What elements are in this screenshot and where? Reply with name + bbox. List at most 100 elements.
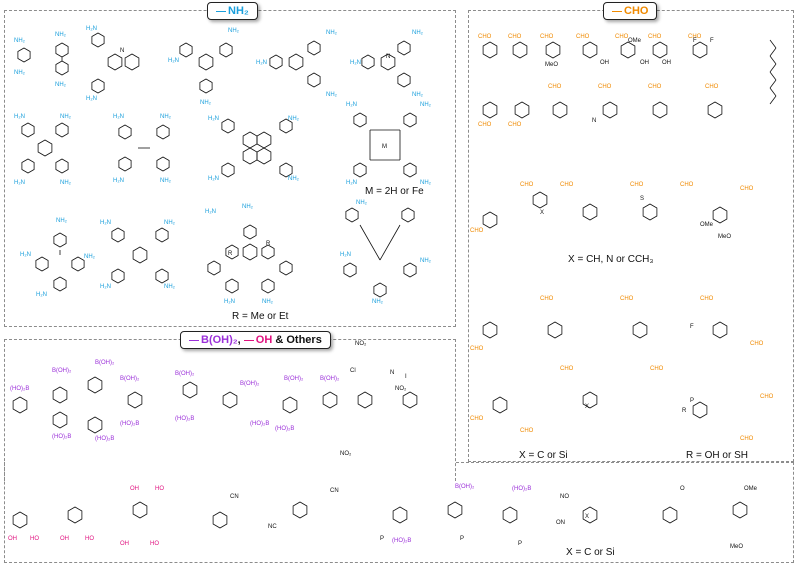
bond bbox=[769, 55, 777, 65]
ring-bond bbox=[53, 276, 67, 292]
ring-bond bbox=[552, 101, 568, 119]
atom-label: HO bbox=[85, 536, 94, 542]
atom-label: NO₂ bbox=[395, 386, 407, 392]
boronic-badge-label: B(OH)₂ bbox=[201, 334, 238, 346]
ring-bond bbox=[256, 147, 272, 165]
amine-porphyrin-caption: M = 2H or Fe bbox=[365, 186, 424, 197]
ring-bond bbox=[221, 162, 235, 178]
ring-bond bbox=[447, 501, 463, 519]
atom-label: CHO bbox=[650, 366, 664, 372]
atom-label: (HO)₂B bbox=[250, 421, 269, 427]
atom-label: H₂N bbox=[224, 299, 235, 305]
atom-label: F bbox=[710, 38, 714, 44]
atom-label: CHO bbox=[520, 182, 534, 188]
atom-label: (HO)₂B bbox=[175, 416, 194, 422]
atom-label: F bbox=[690, 324, 694, 330]
atom-label: H₂N bbox=[36, 292, 47, 298]
bond bbox=[769, 47, 777, 57]
atom-label: OMe bbox=[700, 222, 714, 228]
atom-label: B(OH)₂ bbox=[284, 376, 304, 382]
atom-label: NH₂ bbox=[56, 218, 68, 224]
atom-label: CHO bbox=[598, 84, 612, 90]
atom-label: H₂N bbox=[100, 284, 111, 290]
ring-bond bbox=[156, 156, 170, 172]
atom-label: B(OH)₂ bbox=[240, 381, 260, 387]
atom-label: I bbox=[405, 374, 407, 380]
ring-bond bbox=[55, 122, 69, 138]
ring-bond bbox=[642, 203, 658, 221]
aldehyde-r-caption: R = OH or SH bbox=[686, 450, 748, 461]
ring-bond bbox=[243, 224, 257, 240]
atom-label: NH₂ bbox=[55, 82, 67, 88]
atom-label: ON bbox=[556, 520, 565, 526]
hydroxyl-badge-label: OH bbox=[255, 334, 273, 346]
ring-bond bbox=[373, 282, 387, 298]
ring-bond bbox=[111, 227, 125, 243]
ring-bond bbox=[156, 124, 170, 140]
atom-label: OH bbox=[120, 541, 129, 547]
ring-bond bbox=[403, 162, 417, 178]
ring-bond bbox=[212, 511, 228, 529]
atom-label: CN bbox=[330, 488, 339, 494]
ring-bond bbox=[707, 101, 723, 119]
atom-label: CHO bbox=[705, 84, 719, 90]
atom-label: R bbox=[266, 241, 271, 247]
ring-bond bbox=[12, 511, 28, 529]
ring-bond bbox=[582, 203, 598, 221]
atom-label: S bbox=[640, 196, 644, 202]
atom-label: H₂N bbox=[86, 96, 97, 102]
aldehyde-badge: CHO bbox=[603, 2, 658, 20]
ring-bond bbox=[512, 41, 528, 59]
atom-label: CHO bbox=[470, 228, 484, 234]
atom-label: B(OH)₂ bbox=[455, 484, 475, 490]
atom-label: Cl bbox=[350, 368, 356, 374]
others-badge: B(OH)₂, OH & Others bbox=[180, 331, 331, 349]
ring-bond bbox=[482, 321, 498, 339]
ring-bond bbox=[288, 53, 304, 71]
others-center-caption: X = C or Si bbox=[566, 547, 615, 558]
bond-dash-icon bbox=[189, 339, 199, 341]
atom-label: OMe bbox=[628, 38, 642, 44]
ring-bond bbox=[482, 41, 498, 59]
atom-label: NH₂ bbox=[262, 299, 274, 305]
atom-label: H₂N bbox=[208, 116, 219, 122]
atom-label: H₂N bbox=[346, 102, 357, 108]
bond bbox=[379, 224, 401, 261]
atom-label: P bbox=[460, 536, 464, 542]
bond bbox=[359, 224, 381, 261]
atom-label: H₂N bbox=[256, 60, 267, 66]
ring-bond bbox=[345, 207, 359, 223]
ring-bond bbox=[182, 381, 198, 399]
ring-bond bbox=[380, 53, 396, 71]
ring-bond bbox=[492, 396, 508, 414]
atom-label: O bbox=[680, 486, 685, 492]
ring-bond bbox=[652, 41, 668, 59]
ring-bond bbox=[118, 124, 132, 140]
atom-label: NO₂ bbox=[340, 451, 352, 457]
ring-bond bbox=[652, 101, 668, 119]
ring-bond bbox=[261, 278, 275, 294]
atom-label: CHO bbox=[648, 84, 662, 90]
atom-label: H₂N bbox=[14, 180, 25, 186]
atom-label: P bbox=[518, 541, 522, 547]
ring-bond bbox=[279, 162, 293, 178]
atom-label: B(OH)₂ bbox=[95, 360, 115, 366]
ring-bond bbox=[514, 101, 530, 119]
atom-label: B(OH)₂ bbox=[175, 371, 195, 377]
bond-dash-icon bbox=[612, 10, 622, 12]
atom-label: HO bbox=[30, 536, 39, 542]
atom-label: CHO bbox=[540, 34, 554, 40]
ring-bond bbox=[547, 321, 563, 339]
atom-label: X bbox=[585, 404, 589, 410]
atom-label: R bbox=[682, 408, 687, 414]
bond-dash-icon bbox=[216, 10, 226, 12]
ring-bond bbox=[242, 147, 258, 165]
ring-bond bbox=[91, 78, 105, 94]
atom-label: NH₂ bbox=[420, 180, 432, 186]
atom-label: CHO bbox=[648, 34, 662, 40]
ring-bond bbox=[256, 131, 272, 149]
ring-bond bbox=[397, 40, 411, 56]
atom-label: NH₂ bbox=[84, 254, 96, 260]
atom-label: NO₂ bbox=[355, 341, 367, 347]
ring-bond bbox=[225, 278, 239, 294]
